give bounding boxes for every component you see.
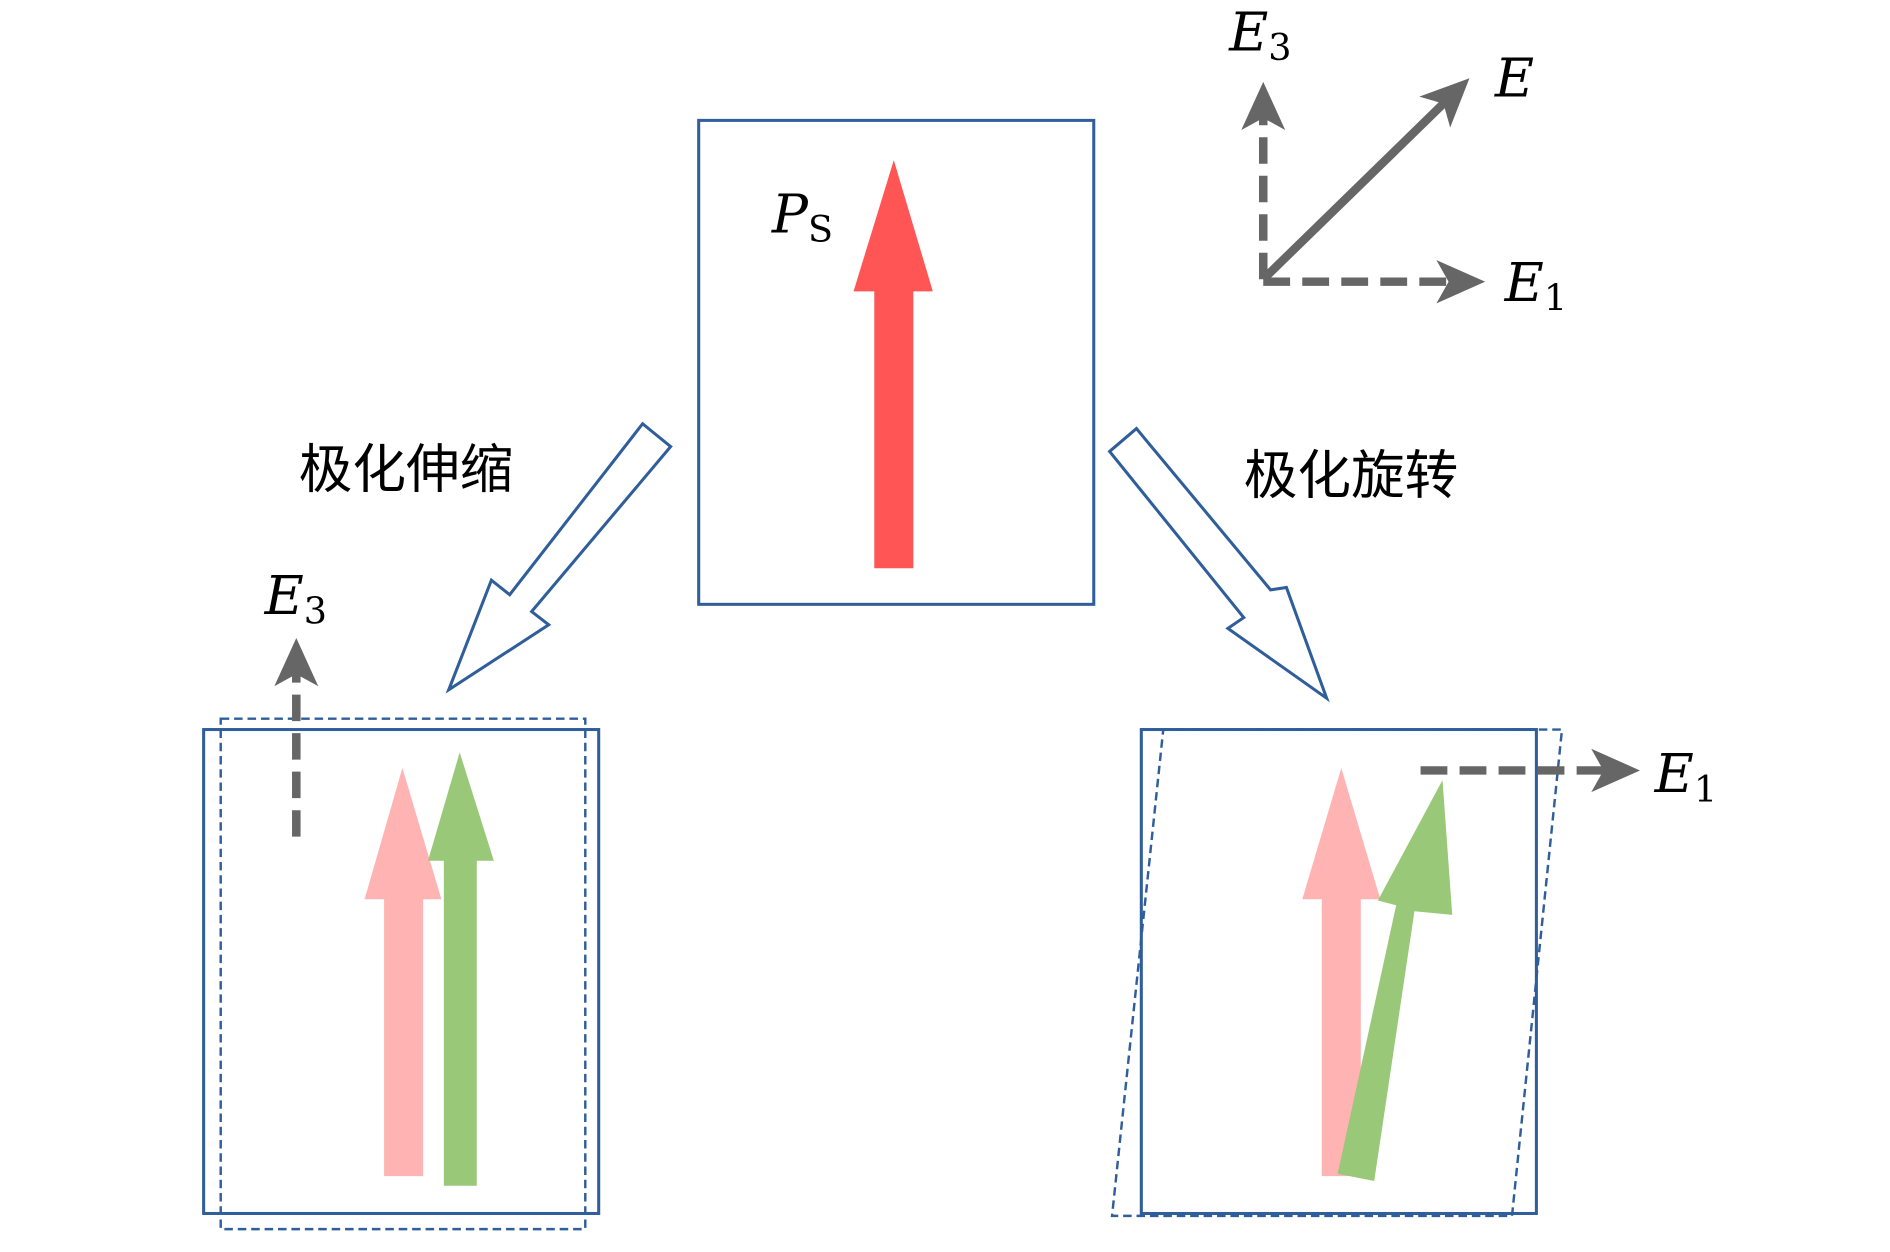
polarization-extension-label: 极化伸缩 bbox=[299, 439, 514, 501]
crystal-box-deformed bbox=[219, 717, 587, 1231]
initial-crystal: PS bbox=[697, 118, 1096, 606]
spontaneous-polarization-arrow bbox=[853, 160, 933, 569]
axis-e3-label: E3 bbox=[1228, 2, 1291, 69]
field-axes: E3 E E1 bbox=[1228, 2, 1567, 320]
rotation-transition-arrow bbox=[1107, 426, 1330, 703]
crystal-box-original bbox=[202, 728, 601, 1215]
rotation-crystal: E1 bbox=[1110, 728, 1717, 1218]
left-e3-label: E3 bbox=[264, 565, 327, 632]
e-field-arrow bbox=[1260, 78, 1470, 283]
original-polarization-arrow bbox=[364, 768, 442, 1177]
extension-transition-arrow bbox=[445, 421, 673, 694]
ps-label: PS bbox=[771, 184, 833, 251]
right-e1-label: E1 bbox=[1654, 743, 1717, 810]
axis-e1-label: E1 bbox=[1504, 252, 1567, 319]
rotated-polarization-arrow bbox=[1337, 780, 1453, 1181]
polarization-rotation-label: 极化旋转 bbox=[1244, 445, 1459, 507]
extension-crystal: E3 bbox=[202, 565, 601, 1231]
extended-polarization-arrow bbox=[427, 752, 494, 1186]
axis-e-label: E bbox=[1494, 48, 1534, 110]
crystal-box bbox=[697, 118, 1096, 606]
